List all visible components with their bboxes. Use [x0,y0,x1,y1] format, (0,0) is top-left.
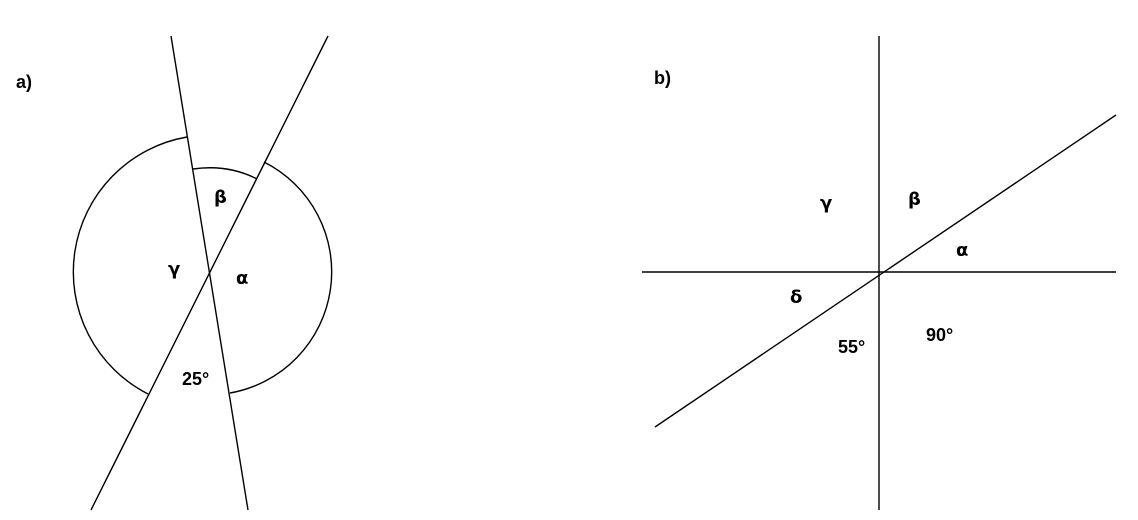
panel-a-angle-alpha: α [236,268,248,289]
panel-a-arc-beta [192,167,258,180]
panel-a: a) β γ α 25° [16,35,333,511]
panel-b-angle-55: 55° [838,337,865,357]
panel-b: b) γ β α δ 55° 90° [642,36,1117,510]
panel-a-arc-gamma [72,136,188,395]
panel-a-line-2 [90,35,329,511]
panel-b-angle-delta: δ [790,287,802,308]
panel-b-label: b) [654,68,671,88]
panel-a-angle-25: 25° [182,369,209,389]
panel-a-arc-alpha [229,161,333,394]
panel-b-diagonal-line [654,114,1117,428]
panel-a-angle-beta: β [214,187,227,208]
panel-b-angle-90: 90° [926,325,953,345]
panel-a-angle-gamma: γ [168,259,180,280]
panel-b-angle-beta: β [908,189,921,210]
panel-b-angle-alpha: α [956,240,968,261]
panel-b-angle-gamma: γ [820,193,832,214]
panel-a-label: a) [16,72,32,92]
